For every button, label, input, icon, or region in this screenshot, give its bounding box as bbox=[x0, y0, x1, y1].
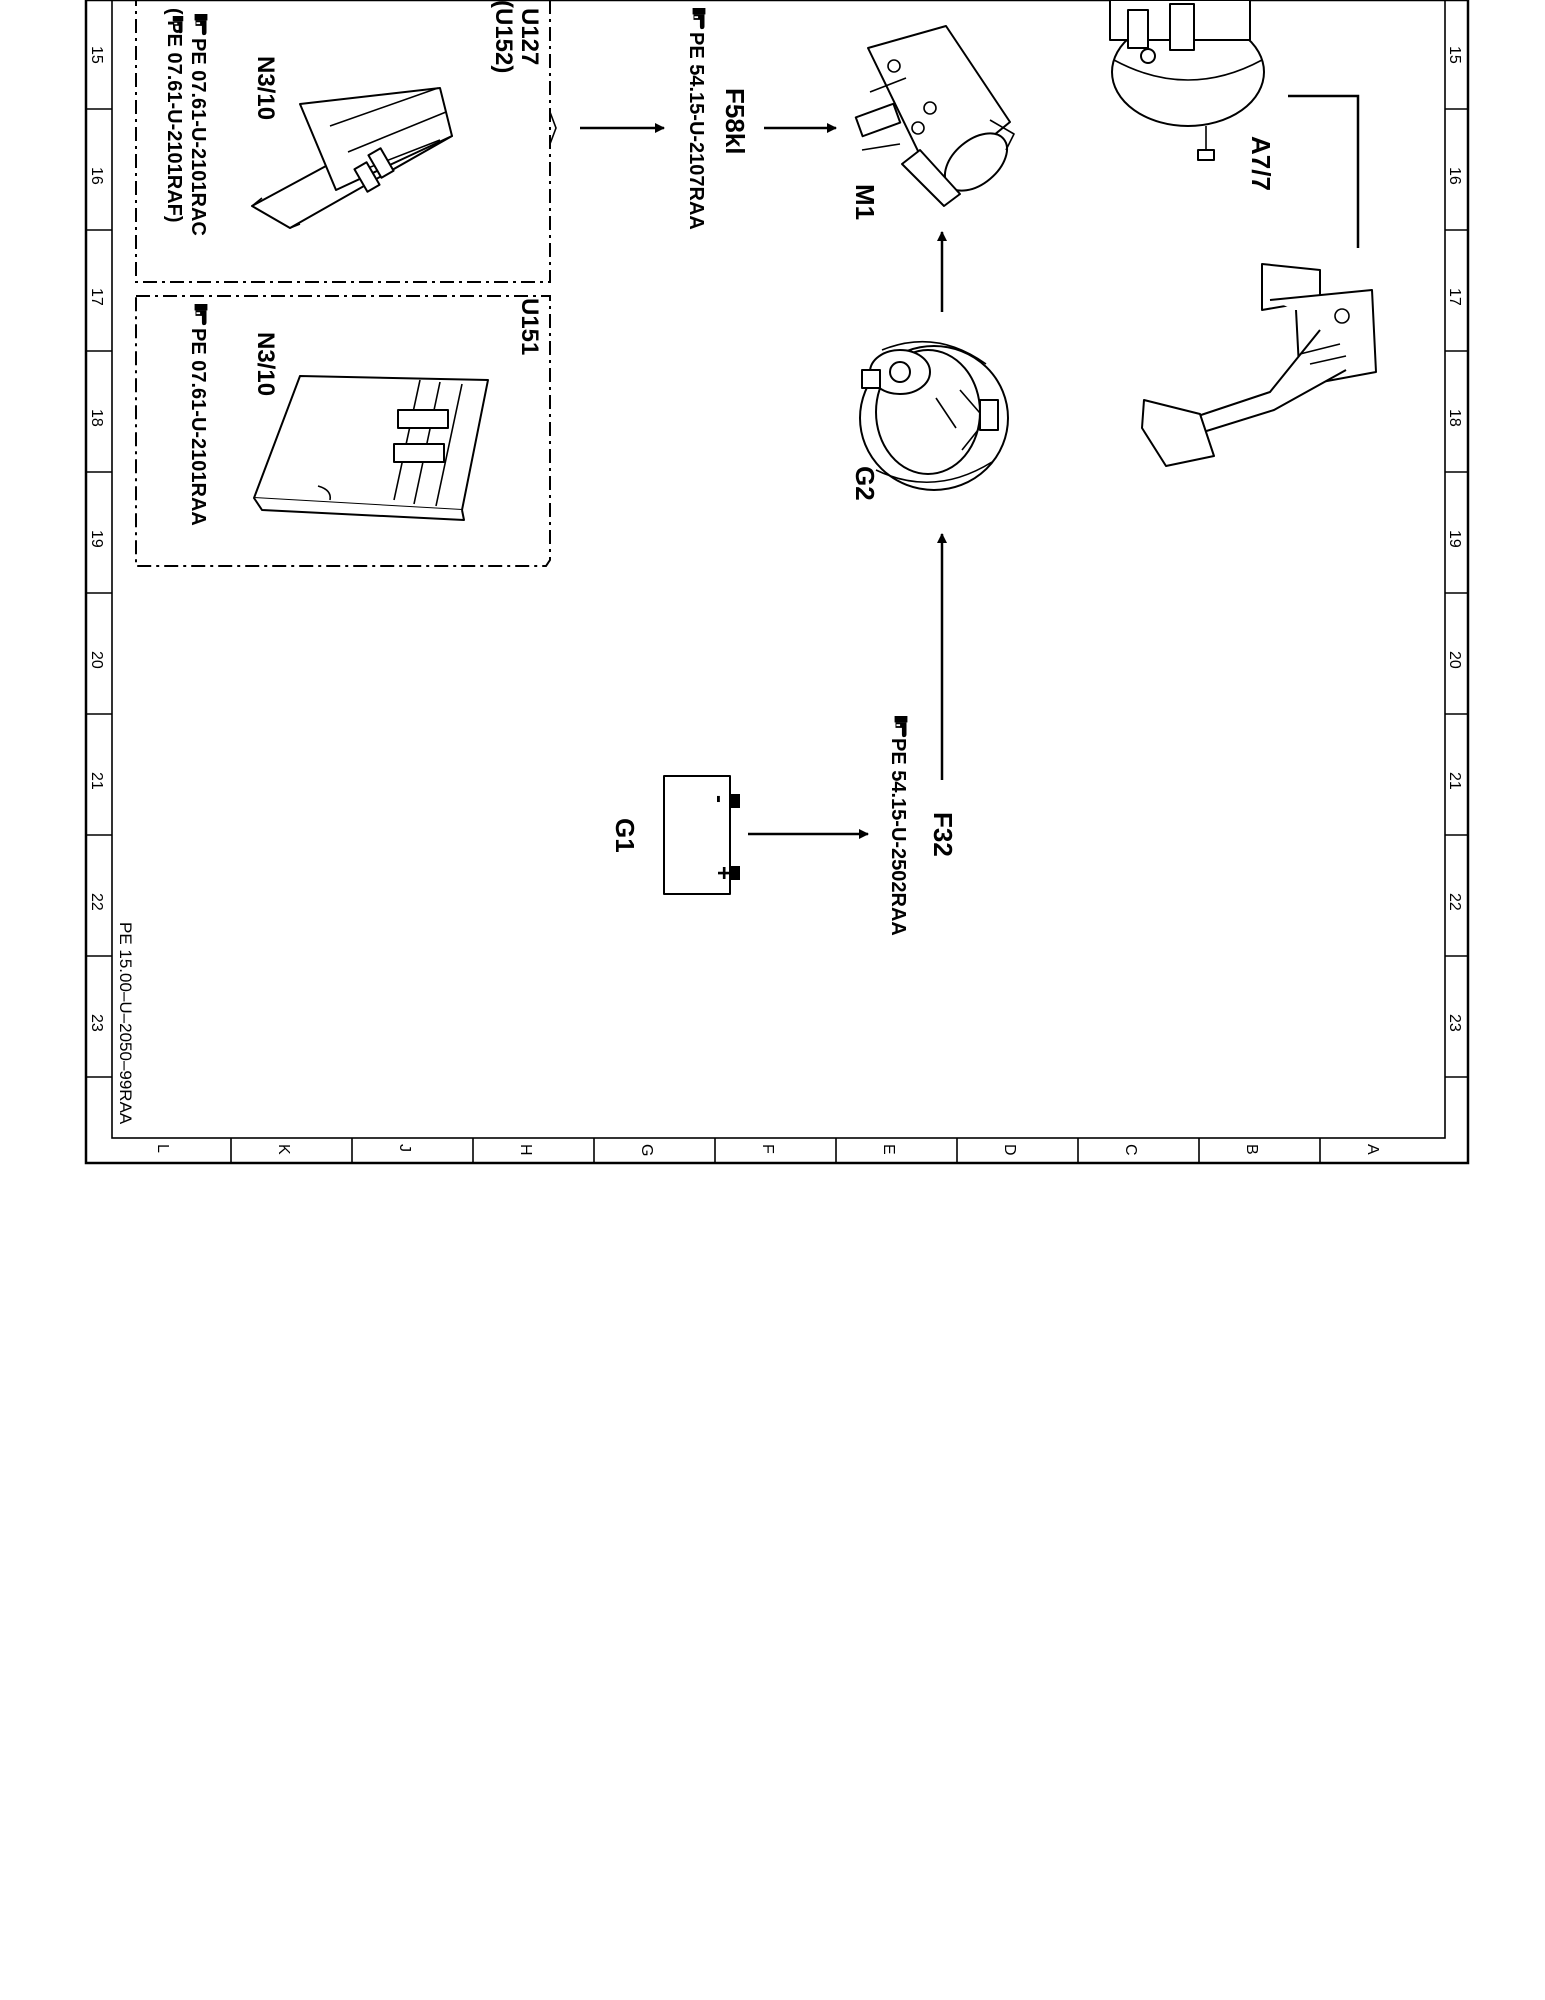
row-label-17-right: 17 bbox=[1446, 288, 1463, 306]
row-label-15-right: 15 bbox=[1446, 46, 1463, 64]
group-u127-part-label: N3/10 bbox=[252, 56, 279, 120]
group-u151-ref-1: PE 07.61-U-2101RAA bbox=[187, 328, 209, 526]
group-u127-ref-2: ( PE 07.61-U-2101RAF) bbox=[163, 8, 185, 223]
starter-motor-m1-drawing bbox=[854, 25, 1015, 207]
row-label-22-right: 22 bbox=[1446, 893, 1463, 911]
m1-label: M1 bbox=[850, 184, 880, 220]
row-label-20-left: 20 bbox=[88, 651, 105, 669]
control-unit-n3-10-drawing bbox=[251, 87, 453, 229]
g1-minus-terminal: - bbox=[706, 795, 733, 803]
column-label-C: C bbox=[1122, 1144, 1139, 1156]
group-u151: U151 N3/10 PE 07.61-U-2101RAA bbox=[135, 295, 551, 567]
row-label-23-right: 23 bbox=[1446, 1014, 1463, 1032]
group-u127-ref-1: PE 07.61-U-2101RAC bbox=[187, 38, 209, 236]
pointing-hand-icon bbox=[894, 716, 908, 738]
component-g1: - + G1 bbox=[610, 775, 740, 895]
row-label-17-left: 17 bbox=[88, 288, 105, 306]
g1-plus-terminal: + bbox=[710, 866, 737, 880]
f32-ref: PE 54.15-U-2502RAA bbox=[887, 738, 909, 936]
row-label-22-left: 22 bbox=[88, 893, 105, 911]
column-label-A: A bbox=[1364, 1144, 1381, 1155]
row-label-16-right: 16 bbox=[1446, 167, 1463, 185]
signal-arrows bbox=[580, 94, 1360, 839]
row-tick-labels-left: 15 16 17 18 19 20 21 22 23 bbox=[88, 46, 105, 1032]
pointing-hand-icon bbox=[692, 8, 706, 30]
f58kl-ref: PE 54.15-U-2107RAA bbox=[685, 32, 707, 230]
f32-label: F32 bbox=[928, 812, 958, 857]
row-label-21-left: 21 bbox=[88, 772, 105, 790]
column-label-E: E bbox=[880, 1144, 897, 1155]
column-label-G: G bbox=[638, 1144, 655, 1156]
component-g2: G2 bbox=[850, 340, 1009, 501]
row-label-23-left: 23 bbox=[88, 1014, 105, 1032]
group-u127-code-alt: (U152) bbox=[490, 0, 517, 73]
g1-label: G1 bbox=[610, 818, 640, 853]
column-label-B: B bbox=[1243, 1144, 1260, 1155]
f58kl-label: F58kl bbox=[720, 88, 750, 155]
row-label-18-right: 18 bbox=[1446, 409, 1463, 427]
column-label-J: J bbox=[396, 1144, 413, 1152]
a7-7-label: A7/7 bbox=[1246, 136, 1276, 191]
component-m1: M1 bbox=[850, 25, 1015, 220]
row-label-16-left: 16 bbox=[88, 167, 105, 185]
control-unit-n3-10-drawing bbox=[253, 375, 489, 521]
pointing-hand-icon bbox=[194, 304, 208, 326]
row-tick-labels-right: 15 16 17 18 19 20 21 22 23 bbox=[1446, 46, 1463, 1032]
row-label-19-left: 19 bbox=[88, 530, 105, 548]
component-f58kl: F58kl PE 54.15-U-2107RAA bbox=[685, 8, 750, 230]
row-label-18-left: 18 bbox=[88, 409, 105, 427]
brake-pedal-drawing bbox=[1141, 263, 1377, 467]
pointing-hand-icon bbox=[194, 14, 208, 36]
row-label-19-right: 19 bbox=[1446, 530, 1463, 548]
column-label-L: L bbox=[154, 1144, 171, 1153]
group-u127: U127 (U152) N3/10 PE 07.61-U-2101RAC ( P… bbox=[135, 0, 557, 283]
column-label-K: K bbox=[275, 1144, 292, 1155]
component-a7-7: A7/7 bbox=[1109, 0, 1377, 467]
drawing-frame bbox=[84, 0, 1470, 1165]
row-label-20-right: 20 bbox=[1446, 651, 1463, 669]
row-label-21-right: 21 bbox=[1446, 772, 1463, 790]
group-u151-part-label: N3/10 bbox=[252, 332, 279, 396]
g2-label: G2 bbox=[850, 466, 880, 501]
column-label-H: H bbox=[517, 1144, 534, 1156]
column-label-D: D bbox=[1001, 1144, 1018, 1156]
brake-booster-a7-7-drawing bbox=[1109, 0, 1265, 161]
group-u127-code: U127 bbox=[516, 8, 543, 65]
row-label-15-left: 15 bbox=[88, 46, 105, 64]
component-f32: F32 PE 54.15-U-2502RAA bbox=[887, 716, 958, 936]
alternator-g2-drawing bbox=[859, 340, 1009, 491]
group-u151-code: U151 bbox=[516, 298, 543, 355]
document-id: PE 15.00–U–2050–99RAA bbox=[116, 922, 135, 1125]
column-label-F: F bbox=[759, 1144, 776, 1154]
